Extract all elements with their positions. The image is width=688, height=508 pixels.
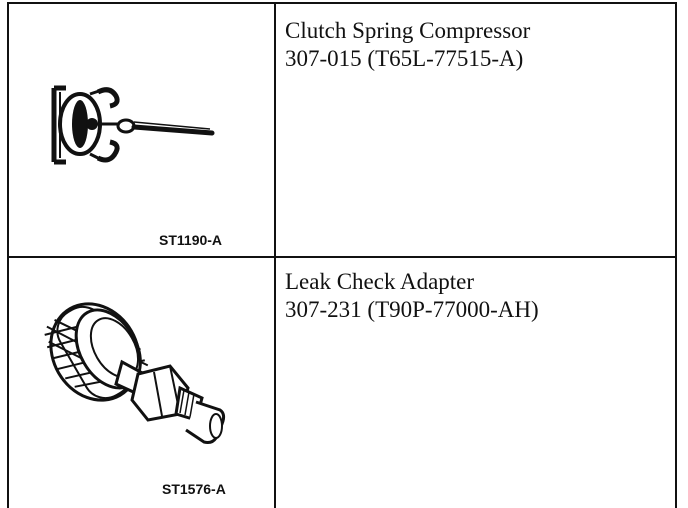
table-row-divider — [7, 256, 677, 258]
figure-label: ST1576-A — [162, 481, 226, 497]
tool-number: 307-015 (T65L-77515-A) — [285, 46, 524, 71]
table-left-border — [7, 2, 9, 508]
tool-name: Leak Check Adapter — [285, 269, 475, 294]
table-column-divider — [274, 2, 276, 508]
tool-name: Clutch Spring Compressor — [285, 18, 531, 43]
leak-check-adapter-illustration — [44, 302, 226, 444]
figure-label: ST1190-A — [159, 232, 223, 248]
tool-number: 307-231 (T90P-77000-AH) — [285, 297, 539, 322]
clutch-spring-compressor-illustration — [51, 85, 215, 165]
table-right-border — [675, 2, 677, 508]
table-top-border — [7, 2, 677, 4]
